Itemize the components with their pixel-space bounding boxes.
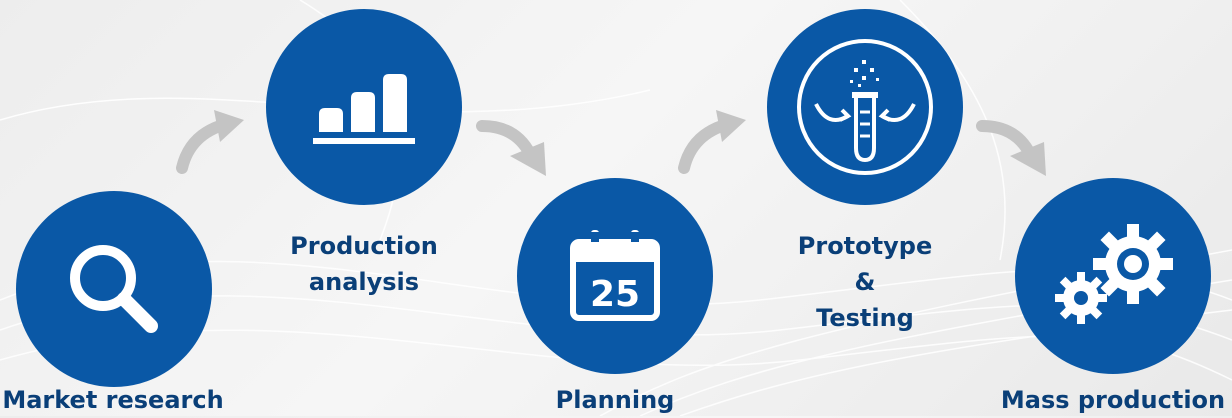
gears-icon (1055, 224, 1173, 324)
test-tube-icon (797, 39, 933, 175)
planning-label: Planning (555, 386, 675, 414)
market-research-circle (16, 191, 212, 387)
market-research-label: Market research (2, 386, 224, 414)
mass-production-label: Mass production (1000, 386, 1226, 414)
prototype-testing-label-line3: Testing (816, 304, 914, 332)
calendar-icon: 25 (570, 230, 660, 321)
arrow-step4-to-step5 (976, 120, 1046, 176)
planning-circle: 25 (517, 178, 713, 374)
arrow-step1-to-step2 (176, 110, 244, 174)
production-analysis-label: Production analysis (262, 228, 466, 300)
prototype-testing-label-line1: Prototype (797, 232, 933, 260)
bar-chart-icon (313, 74, 415, 144)
calendar-day-text: 25 (590, 274, 640, 315)
prototype-testing-label: Prototype & Testing (760, 228, 970, 336)
prototype-testing-label-line2: & (854, 268, 876, 296)
production-analysis-label-line1: Production (290, 232, 438, 260)
production-analysis-label-line2: analysis (308, 268, 420, 296)
arrow-step3-to-step4 (678, 110, 746, 174)
magnifier-icon (70, 245, 158, 333)
arrow-step2-to-step3 (476, 120, 546, 176)
prototype-testing-circle (767, 9, 963, 205)
production-analysis-circle (266, 9, 462, 205)
mass-production-circle (1015, 178, 1211, 374)
